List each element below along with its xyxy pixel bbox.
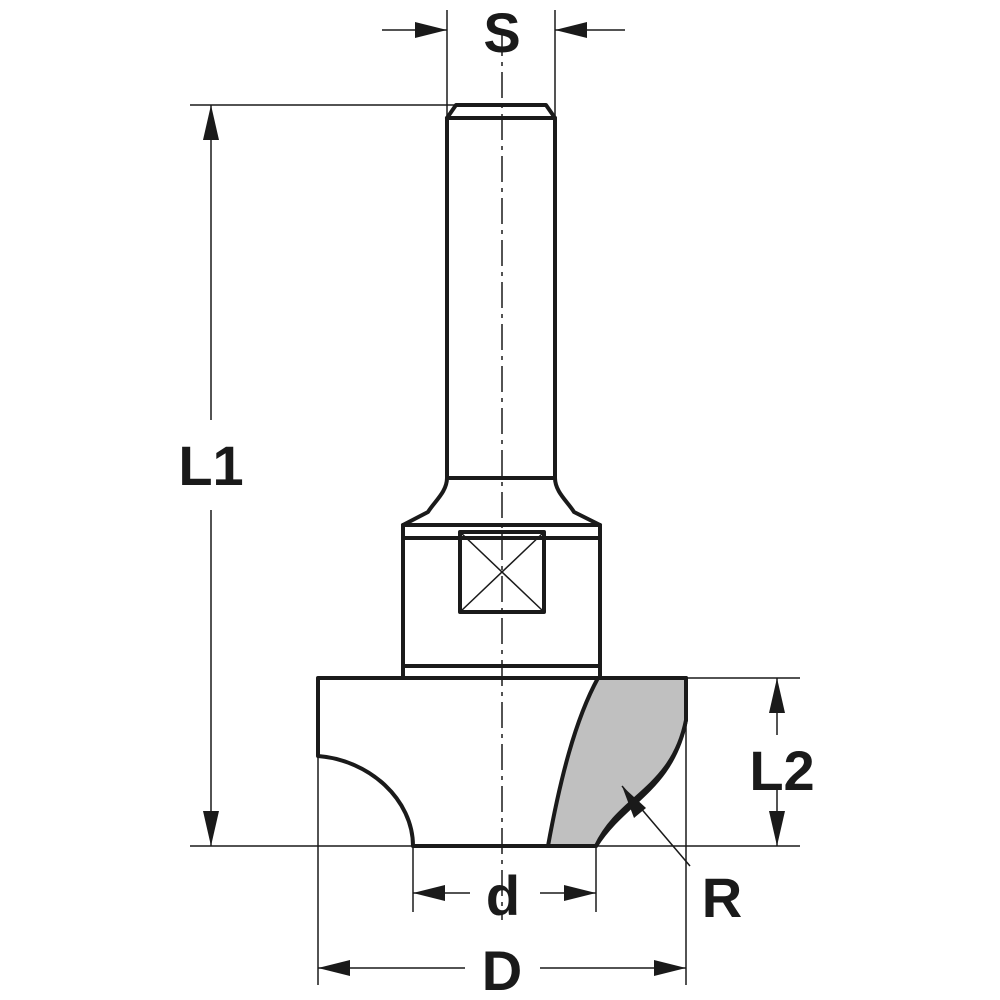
label-l1: L1 (178, 434, 243, 497)
dimension-s: S (382, 1, 625, 64)
dimension-l1: L1 (178, 105, 244, 846)
label-d-inner: d (486, 864, 520, 927)
label-s: S (483, 1, 520, 64)
label-d-outer: D (482, 939, 522, 1000)
extension-lines (190, 10, 800, 985)
wrench-flat-cross-2 (459, 531, 545, 613)
tool-body (316, 103, 688, 848)
label-r: R (702, 866, 742, 929)
dimension-d-inner: d (413, 864, 596, 927)
dimension-d-outer: D (318, 939, 686, 1000)
label-l2: L2 (749, 739, 814, 802)
dimension-r: R (621, 785, 742, 929)
dimension-l2: L2 (749, 678, 815, 846)
